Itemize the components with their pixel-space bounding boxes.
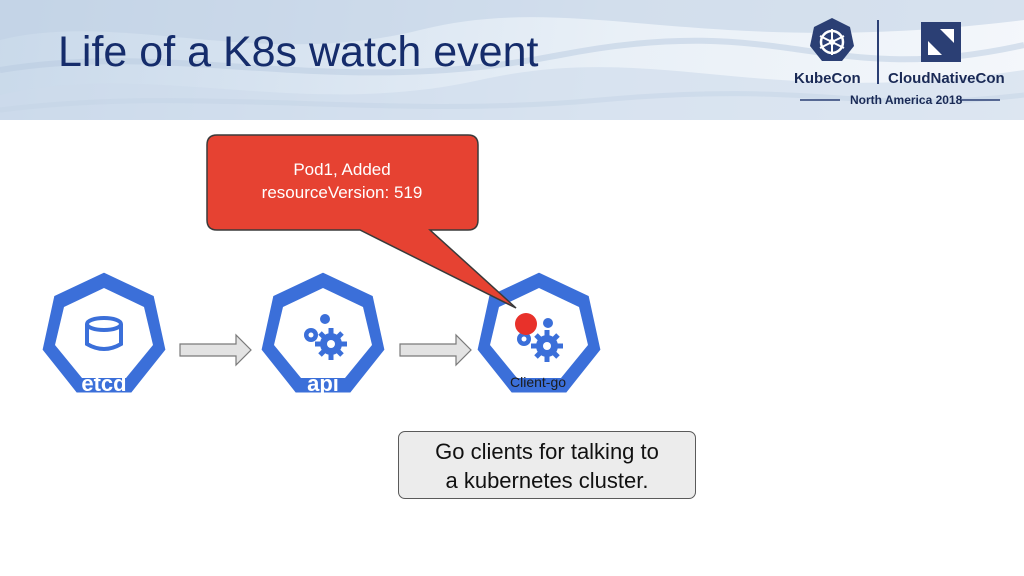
watch-event-diagram: etcd api: [39, 134, 604, 396]
client-go-description-box: Go clients for talking to a kubernetes c…: [398, 431, 696, 499]
callout-event-line: Pod1, Added: [293, 160, 391, 179]
etcd-label: etcd: [81, 371, 126, 396]
gears-icon: [304, 314, 347, 360]
slide-title: Life of a K8s watch event: [58, 28, 539, 76]
kubecon-wheel-icon: [810, 18, 854, 61]
callout-resource-version: resourceVersion: 519: [261, 183, 423, 202]
cloudnativecon-wordmark: CloudNativeCon: [888, 70, 1005, 87]
conference-logo: KubeCon CloudNativeCon North America 201…: [790, 14, 1010, 114]
watch-event-dot: [515, 313, 537, 335]
arrow-etcd-to-api: [179, 333, 252, 367]
description-line-1: Go clients for talking to: [435, 439, 659, 464]
etcd-node: etcd: [39, 269, 169, 396]
header-wave-background: [0, 0, 1024, 120]
event-name: North America 2018: [850, 93, 963, 107]
gears-icon: [517, 318, 563, 362]
api-label: api: [307, 371, 339, 396]
api-node: api: [258, 269, 388, 396]
event-callout: [206, 134, 517, 309]
database-icon: [85, 316, 123, 351]
cloudnativecon-mark-icon: [921, 22, 961, 62]
logo-graphics: [800, 18, 1000, 101]
slide-header: Life of a K8s watch event: [0, 0, 1024, 120]
kubecon-wordmark: KubeCon: [794, 70, 861, 87]
arrow-api-to-clientgo: [399, 333, 472, 367]
client-go-label: Client-go: [509, 374, 567, 390]
description-line-2: a kubernetes cluster.: [445, 468, 649, 493]
callout-text: Pod1, Added resourceVersion: 519: [207, 158, 477, 204]
